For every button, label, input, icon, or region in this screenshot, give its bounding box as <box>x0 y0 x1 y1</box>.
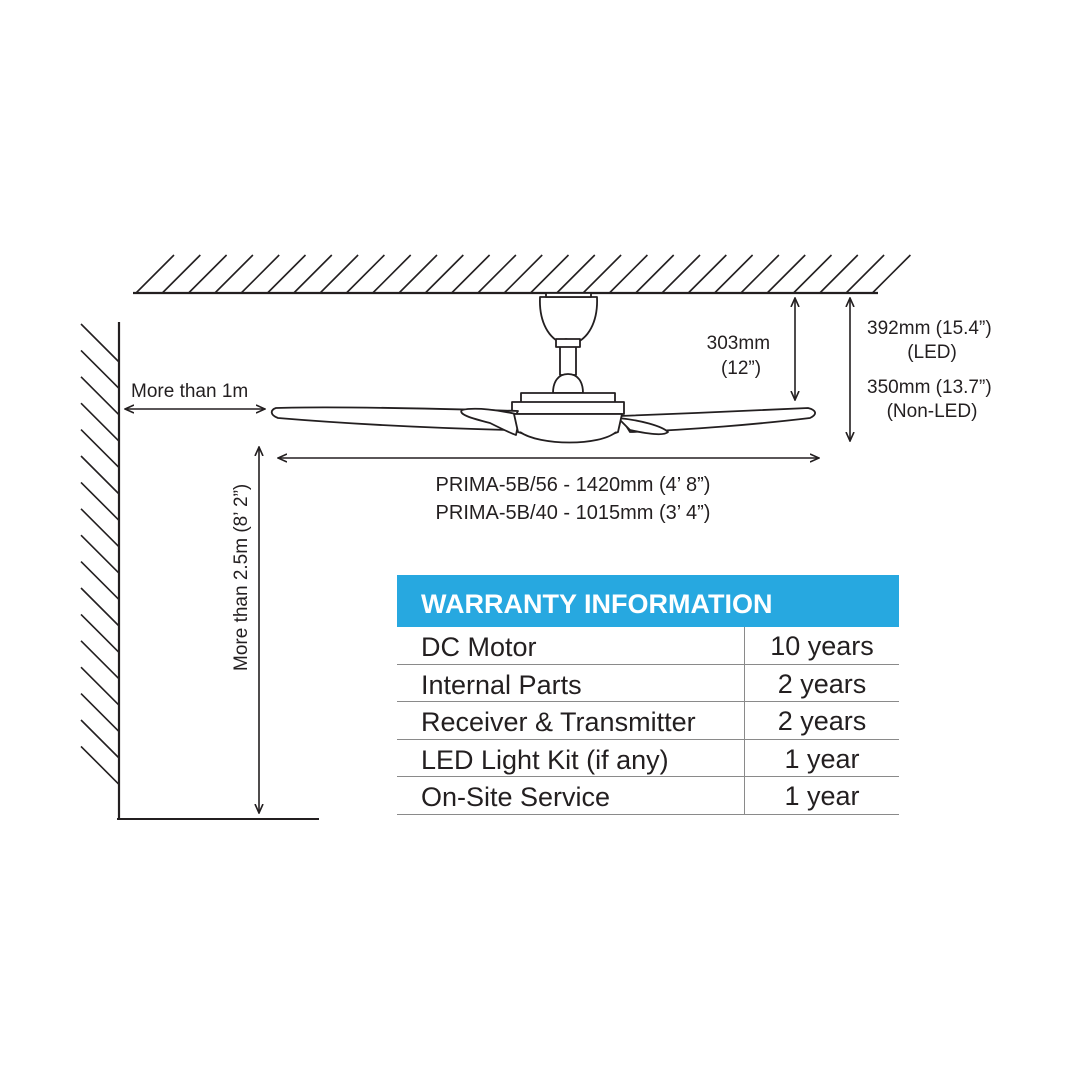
warranty-item: Internal Parts <box>397 664 745 702</box>
wall-hatch-mark <box>80 376 120 416</box>
ceiling-hatch-mark <box>293 254 333 294</box>
wall-hatch-mark <box>80 508 120 548</box>
overall-height-led-label: 392mm (15.4”) (LED) <box>867 318 997 363</box>
ceiling-hatch-mark <box>556 254 596 294</box>
table-row: Internal Parts 2 years <box>397 664 899 703</box>
wall <box>80 322 121 820</box>
wall-hatch-mark <box>80 402 120 442</box>
warranty-title: WARRANTY INFORMATION <box>397 575 899 627</box>
ceiling-hatch-mark <box>871 254 911 294</box>
table-row: LED Light Kit (if any) 1 year <box>397 739 899 778</box>
ceiling-hatch-mark <box>819 254 859 294</box>
ceiling-hatch-mark <box>582 254 622 294</box>
warranty-table: WARRANTY INFORMATION DC Motor 10 years I… <box>397 575 899 815</box>
wall-hatch-mark <box>80 745 120 785</box>
warranty-period: 1 year <box>784 781 860 812</box>
wall-hatch-mark <box>80 613 120 653</box>
ceiling-hatch-mark <box>345 254 385 294</box>
ceiling-hatch-mark <box>477 254 517 294</box>
table-row: DC Motor 10 years <box>397 627 899 665</box>
downrod-height-label: 303mm (12”) <box>707 333 776 379</box>
ceiling-hatch-mark <box>398 254 438 294</box>
fan-blade-front-left <box>460 407 521 436</box>
wall-clearance-label: More than 1m <box>131 381 248 402</box>
ceiling-fan-drawing <box>270 292 816 444</box>
ceiling-hatch-mark <box>266 254 307 294</box>
ceiling <box>133 254 911 295</box>
warranty-period: 1 year <box>784 743 860 774</box>
ceiling-hatch-mark <box>240 254 280 294</box>
overall-height-non-led-label: 350mm (13.7”) (Non-LED) <box>867 377 997 422</box>
table-row: Receiver & Transmitter 2 years <box>397 702 899 740</box>
ceiling-hatch-mark <box>319 254 359 294</box>
wall-hatch-mark <box>80 719 120 759</box>
sweep-label-56: PRIMA-5B/56 - 1420mm (4’ 8”) <box>436 474 711 496</box>
ceiling-hatch-mark <box>792 254 833 294</box>
ceiling-hatch-mark <box>845 254 885 294</box>
warranty-item: On-Site Service <box>397 777 745 814</box>
ceiling-hatch-mark <box>714 254 754 294</box>
fan-canopy <box>539 296 598 344</box>
wall-hatch-mark <box>80 481 120 521</box>
warranty-item: LED Light Kit (if any) <box>397 739 745 777</box>
warranty-item: DC Motor <box>397 627 745 664</box>
wall-hatch-mark <box>80 666 120 706</box>
ceiling-hatch-mark <box>161 254 201 294</box>
ceiling-hatch-mark <box>424 254 464 294</box>
warranty-period: 2 years <box>777 706 867 737</box>
wall-hatch-mark <box>80 323 120 363</box>
fan-blade-front-right <box>617 417 669 436</box>
ceiling-hatch-mark <box>503 254 543 294</box>
wall-hatch-mark <box>80 561 120 601</box>
ceiling-hatch-mark <box>740 254 780 294</box>
warranty-period: 10 years <box>770 631 874 661</box>
ceiling-hatch-mark <box>214 254 254 294</box>
ceiling-hatch-mark <box>188 254 228 294</box>
wall-hatch-mark <box>80 534 120 574</box>
wall-hatch-mark <box>80 349 120 389</box>
wall-hatch-mark <box>80 429 120 469</box>
fan-light-kit <box>519 431 617 444</box>
ceiling-hatch-mark <box>529 254 570 294</box>
fan-blade-left <box>270 406 519 431</box>
wall-hatch-mark <box>80 587 120 627</box>
fan-motor <box>552 373 584 394</box>
wall-hatch-mark <box>80 455 120 495</box>
ceiling-hatch-mark <box>766 254 806 294</box>
warranty-period: 2 years <box>777 668 867 699</box>
floor-clearance-label: More than 2.5m (8’ 2”) <box>231 484 252 671</box>
sweep-label-40: PRIMA-5B/40 - 1015mm (3’ 4”) <box>436 502 711 524</box>
ceiling-hatch-mark <box>372 254 412 294</box>
wall-hatch-mark <box>80 640 120 680</box>
dimension-lines <box>125 298 850 813</box>
wall-hatch-mark <box>80 693 120 733</box>
fan-downrod <box>559 344 577 376</box>
table-row: On-Site Service 1 year <box>397 777 899 815</box>
ceiling-hatch-mark <box>135 254 175 294</box>
ceiling-hatch-mark <box>451 254 491 294</box>
ceiling-hatch-mark <box>687 254 727 294</box>
ceiling-hatch-mark <box>661 254 701 294</box>
fan-blade-right <box>619 407 816 433</box>
ceiling-hatch-mark <box>635 254 675 294</box>
ceiling-hatch-mark <box>608 254 648 294</box>
warranty-item: Receiver & Transmitter <box>397 702 745 739</box>
